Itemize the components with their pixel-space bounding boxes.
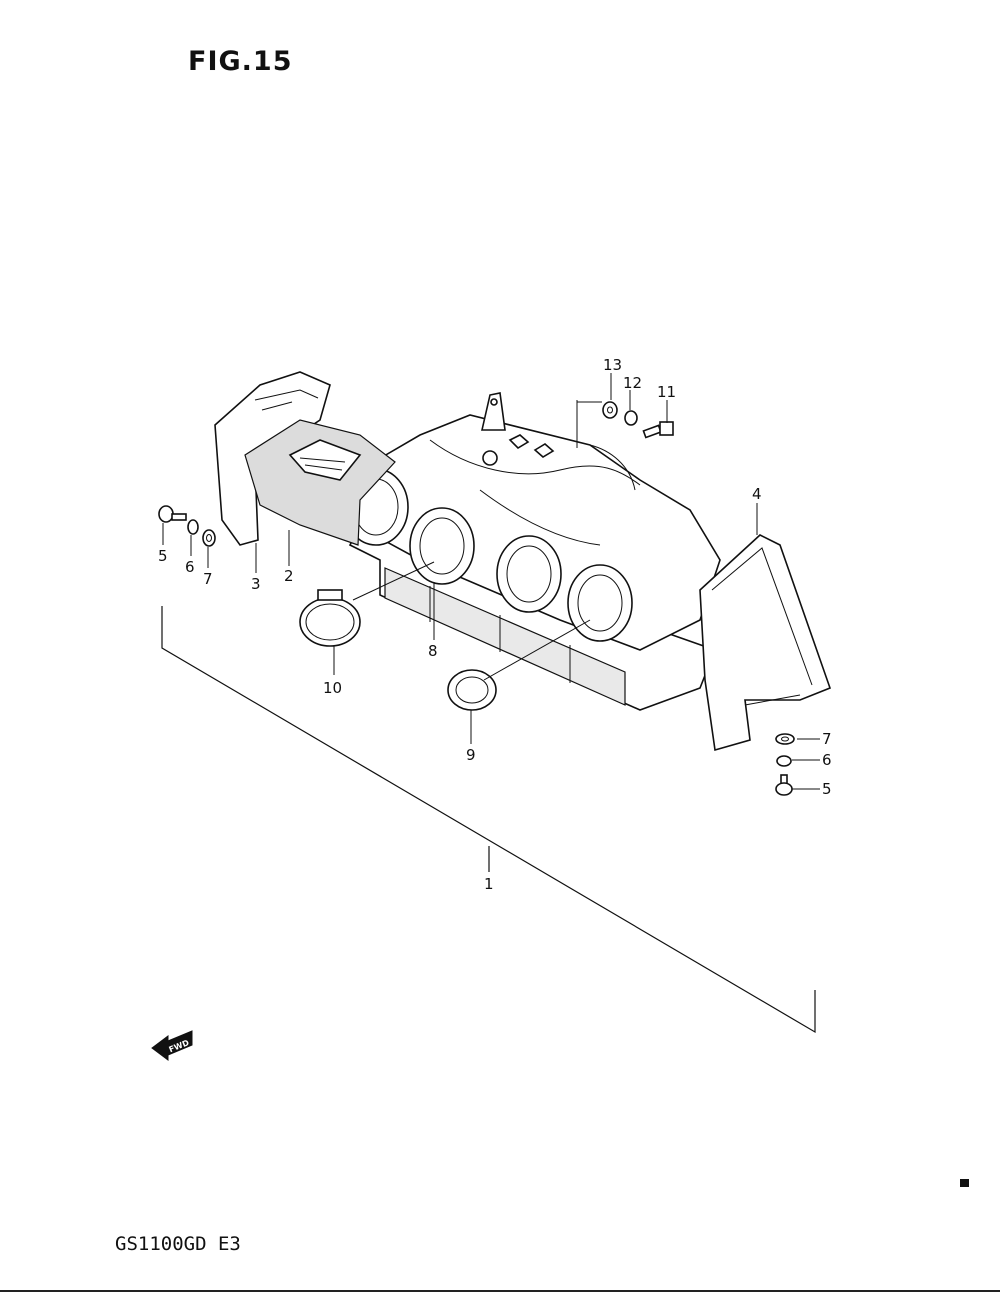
callout-6-right: 6 — [822, 751, 832, 769]
joint-ring — [447, 669, 497, 711]
callout-10: 10 — [323, 679, 342, 697]
left-fasteners — [158, 505, 216, 547]
fwd-arrow-icon: FWD — [151, 1030, 193, 1061]
callout-9: 9 — [466, 746, 476, 764]
callout-8: 8 — [428, 642, 438, 660]
intake-duct — [699, 534, 832, 752]
model-code: GS1100GD E3 — [115, 1233, 241, 1255]
callout-7-left: 7 — [203, 570, 213, 588]
callout-7-right: 7 — [822, 730, 832, 748]
callout-5-left: 5 — [158, 547, 168, 565]
callout-11: 11 — [657, 383, 676, 401]
callout-6-left: 6 — [185, 558, 195, 576]
callout-labels: 1 2 3 4 5 6 7 8 9 10 11 12 13 7 6 5 — [158, 356, 832, 893]
callout-1: 1 — [484, 875, 494, 893]
filter-element — [244, 419, 396, 546]
leader-lines — [162, 373, 820, 790]
corner-registration-mark — [960, 1179, 969, 1187]
callout-4: 4 — [752, 485, 762, 503]
right-fasteners — [775, 733, 795, 796]
figure-title: FIG.15 — [188, 46, 293, 77]
callout-5-right: 5 — [822, 780, 832, 798]
callout-3: 3 — [251, 575, 261, 593]
bottom-divider — [0, 1290, 1000, 1292]
callout-2: 2 — [284, 567, 294, 585]
hose-clamp — [299, 589, 361, 647]
assembly-bracket — [161, 606, 816, 1034]
callout-13: 13 — [603, 356, 622, 374]
top-fasteners — [602, 401, 674, 439]
callout-12: 12 — [623, 374, 642, 392]
